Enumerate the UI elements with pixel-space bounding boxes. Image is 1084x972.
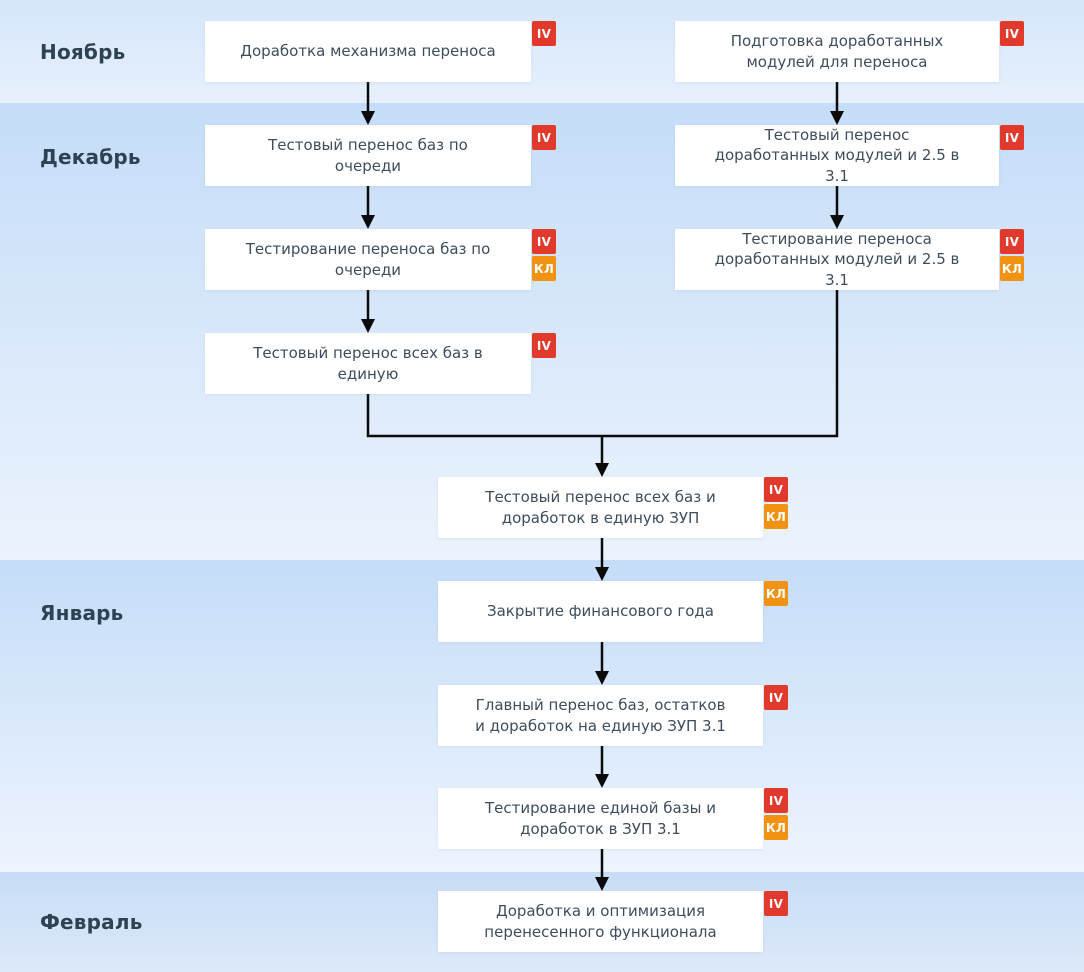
badge-iv: IV: [764, 685, 788, 710]
badge-iv: IV: [532, 21, 556, 46]
badge-stack: IV КЛ: [764, 788, 788, 840]
task-label: Тестовый перенос баз по очереди: [268, 136, 468, 175]
badge-stack: IV: [764, 891, 788, 916]
task-node: Тестирование переноса баз по очереди IV …: [205, 229, 556, 290]
badge-kl: КЛ: [764, 815, 788, 840]
badge-stack: IV КЛ: [764, 477, 788, 529]
task-node: Тестовый перенос баз по очереди IV: [205, 125, 556, 186]
task-label: Тестирование единой базы и доработок в З…: [484, 799, 717, 838]
task-label: Тестирование переноса баз по очереди: [245, 240, 491, 279]
task-node: Тестирование переноса доработанных модул…: [675, 229, 1024, 290]
badge-iv: IV: [1000, 125, 1024, 150]
badge-kl: КЛ: [532, 256, 556, 281]
badge-iv: IV: [532, 333, 556, 358]
task-label: Закрытие финансового года: [487, 602, 714, 621]
task-node: Тестовый перенос всех баз и доработок в …: [438, 477, 788, 538]
badge-iv: IV: [532, 125, 556, 150]
badge-iv: IV: [532, 229, 556, 254]
task-label: Тестовый перенос доработанных модулей и …: [714, 126, 960, 185]
badge-iv: IV: [1000, 229, 1024, 254]
badge-iv: IV: [764, 891, 788, 916]
task-label: Подготовка доработанных модулей для пере…: [730, 32, 944, 71]
badge-stack: IV КЛ: [532, 229, 556, 281]
badge-stack: IV КЛ: [1000, 229, 1024, 281]
badge-iv: IV: [764, 477, 788, 502]
badge-stack: IV: [1000, 21, 1024, 46]
task-node: Доработка механизма переноса IV: [205, 21, 556, 82]
badge-stack: IV: [532, 125, 556, 150]
month-label-february: Февраль: [40, 910, 143, 934]
task-node: Доработка и оптимизация перенесенного фу…: [438, 891, 788, 952]
task-label: Тестирование переноса доработанных модул…: [714, 230, 960, 289]
task-node: Тестовый перенос всех баз в единую IV: [205, 333, 556, 394]
task-label: Доработка и оптимизация перенесенного фу…: [484, 902, 717, 941]
badge-stack: IV: [1000, 125, 1024, 150]
month-label-november: Ноябрь: [40, 40, 126, 64]
badge-iv: IV: [1000, 21, 1024, 46]
task-label: Доработка механизма переноса: [240, 42, 496, 61]
task-node: Закрытие финансового года КЛ: [438, 581, 788, 642]
badge-stack: IV: [532, 333, 556, 358]
badge-iv: IV: [764, 788, 788, 813]
task-node: Тестирование единой базы и доработок в З…: [438, 788, 788, 849]
task-label: Главный перенос баз, остатков и доработо…: [475, 696, 726, 735]
badge-kl: КЛ: [764, 581, 788, 606]
task-node: Подготовка доработанных модулей для пере…: [675, 21, 1024, 82]
month-label-january: Январь: [40, 601, 124, 625]
task-label: Тестовый перенос всех баз в единую: [253, 344, 483, 383]
badge-kl: КЛ: [1000, 256, 1024, 281]
task-node: Тестовый перенос доработанных модулей и …: [675, 125, 1024, 186]
task-label: Тестовый перенос всех баз и доработок в …: [485, 488, 716, 527]
badge-kl: КЛ: [764, 504, 788, 529]
task-node: Главный перенос баз, остатков и доработо…: [438, 685, 788, 746]
badge-stack: IV: [532, 21, 556, 46]
month-label-december: Декабрь: [40, 145, 141, 169]
badge-stack: IV: [764, 685, 788, 710]
badge-stack: КЛ: [764, 581, 788, 606]
